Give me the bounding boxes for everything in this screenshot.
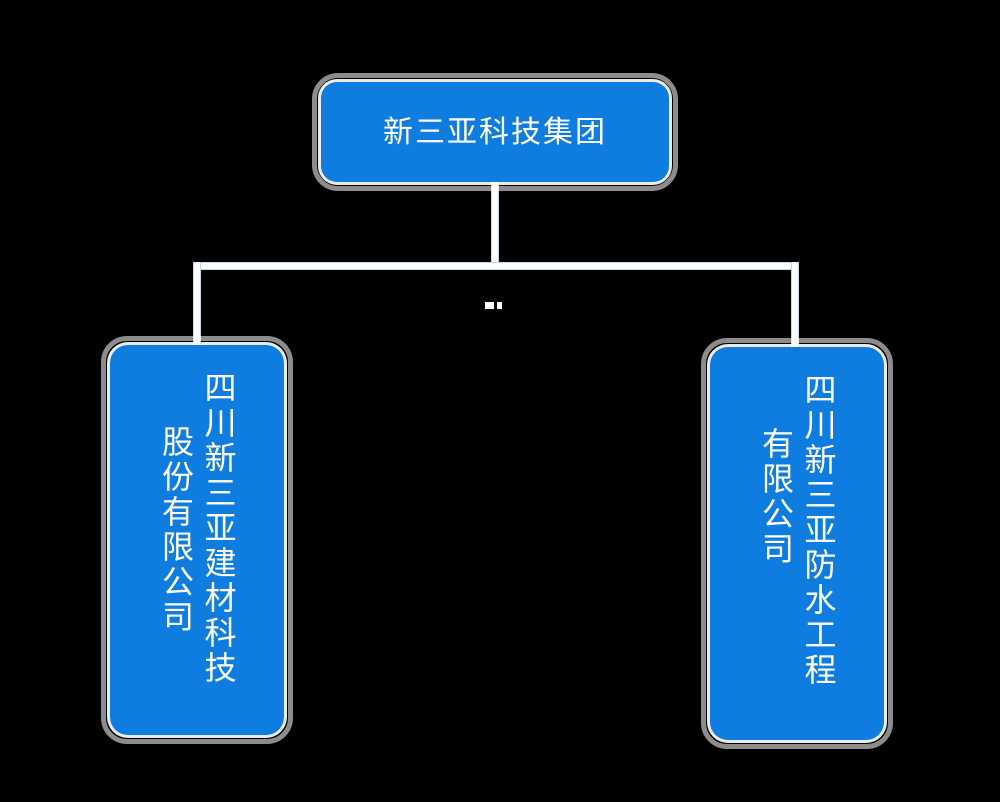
org-node-root[interactable]: 新三亚科技集团 — [312, 73, 678, 191]
org-node-child-right-label-col2: 有限公司 — [757, 427, 795, 567]
connector-drop-left — [193, 262, 201, 350]
connector-root-stem — [491, 178, 499, 268]
org-node-child-right-label-col1: 四川新三亚防水工程 — [799, 373, 838, 688]
connector-drop-right — [791, 262, 799, 350]
node-glow — [101, 336, 293, 744]
org-node-root-label: 新三亚科技集团 — [383, 114, 607, 150]
org-node-child-left-label-col2: 股份有限公司 — [157, 425, 195, 635]
artifact-mark-2 — [497, 302, 502, 309]
org-node-child-left[interactable]: 四川新三亚建材科技 股份有限公司 — [101, 336, 293, 744]
org-node-child-right[interactable]: 四川新三亚防水工程 有限公司 — [701, 338, 893, 749]
node-glow — [701, 338, 893, 749]
org-node-child-left-label-col1: 四川新三亚建材科技 — [199, 371, 238, 686]
artifact-mark-1 — [485, 302, 494, 309]
junction-artifact-marks — [485, 302, 507, 309]
connector-horizontal-bar — [193, 262, 799, 270]
